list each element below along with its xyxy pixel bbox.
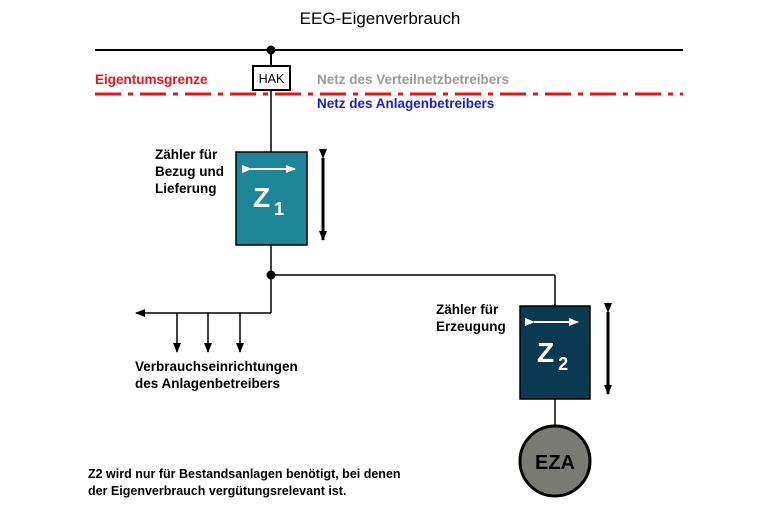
- diagram-title: EEG-Eigenverbrauch: [300, 9, 461, 28]
- plant-operator-network-label: Netz des Anlagenbetreibers: [317, 96, 494, 111]
- meter1-body: [235, 151, 308, 246]
- generator-eza: [518, 424, 592, 498]
- footnote: Z2 wird nur für Bestandsanlagen benötigt…: [88, 467, 404, 498]
- hak-box: [252, 65, 291, 91]
- ownership-boundary-label: Eigentumsgrenze: [95, 72, 208, 87]
- meter1-caption: Zähler für Bezug und Lieferung: [155, 147, 228, 196]
- meter2-caption: Zähler für Erzeugung: [436, 302, 506, 334]
- grid-operator-network-label: Netz des Verteilnetzbetreibers: [317, 72, 509, 87]
- meter2-body: [519, 305, 591, 400]
- generator-label: EZA: [535, 452, 575, 474]
- hak-label: HAK: [259, 72, 285, 86]
- consumers-label: Verbrauchseinrichtungen des Anlagenbetre…: [135, 359, 302, 391]
